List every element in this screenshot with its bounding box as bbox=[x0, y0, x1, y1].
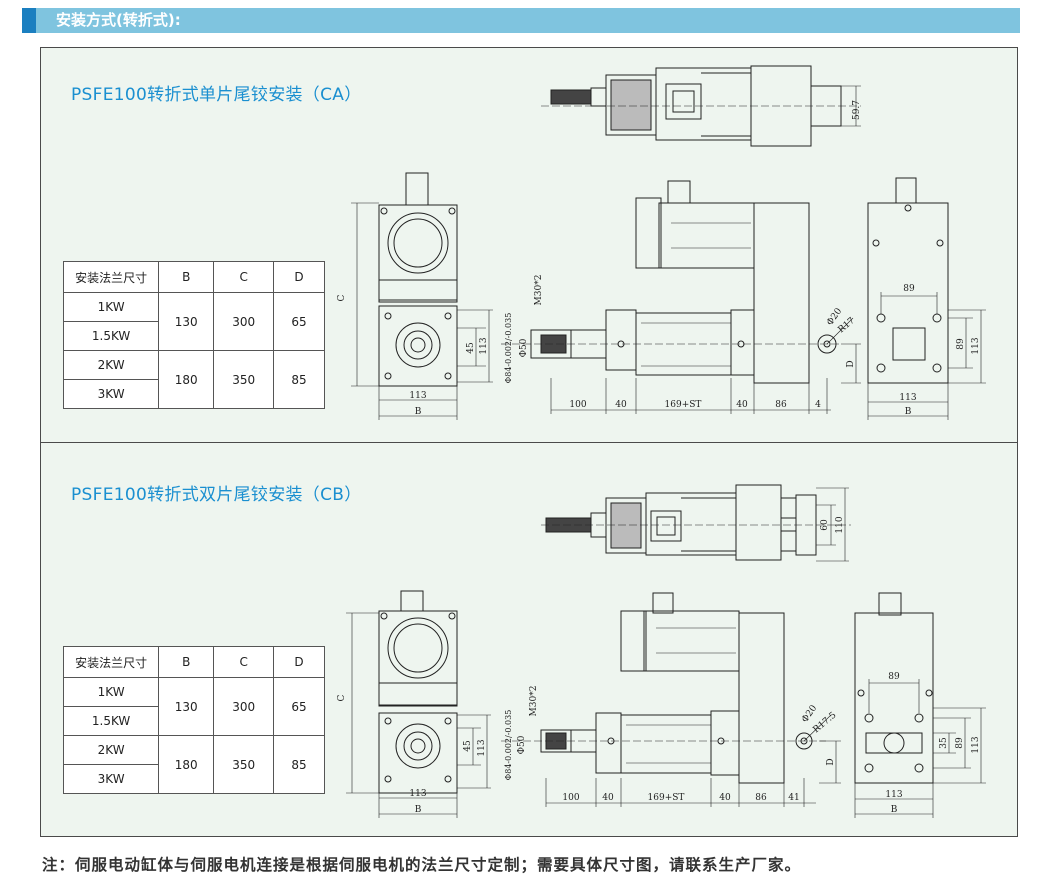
dim-label: D bbox=[846, 360, 856, 367]
dim-label: 113 bbox=[885, 790, 902, 800]
dim-label: B bbox=[905, 407, 912, 417]
ca-front-view: C 45 113 113 B bbox=[337, 172, 493, 420]
dim-label: 40 bbox=[719, 793, 731, 803]
dim-label: C bbox=[337, 294, 347, 301]
dim-label: 169+ST bbox=[648, 793, 685, 803]
dim-label: 113 bbox=[409, 789, 426, 799]
dim-label: D bbox=[826, 758, 836, 765]
table-header: D bbox=[273, 261, 325, 293]
table-cell: 1KW bbox=[62, 292, 160, 322]
dim-label: 60 bbox=[820, 519, 830, 531]
dim-label: 40 bbox=[736, 400, 748, 410]
dim-label: 89 bbox=[903, 284, 915, 294]
table-cell: 85 bbox=[273, 735, 325, 794]
table-header: 安装法兰尺寸 bbox=[62, 261, 160, 293]
dim-label: 40 bbox=[602, 793, 614, 803]
dim-label: 40 bbox=[615, 400, 627, 410]
dim-label: B bbox=[415, 407, 422, 417]
table-cell: 3KW bbox=[62, 379, 160, 409]
dim-label: 4 bbox=[815, 400, 821, 410]
dim-label: 86 bbox=[775, 400, 787, 410]
table-cell: 130 bbox=[158, 292, 215, 351]
dim-label: Φ20 bbox=[800, 703, 819, 724]
dim-label: 113 bbox=[971, 337, 981, 354]
section-header-marker bbox=[22, 8, 36, 33]
dim-label: M30*2 bbox=[529, 686, 539, 717]
dim-label: B bbox=[415, 805, 422, 815]
table-cell: 180 bbox=[158, 735, 215, 794]
panel-cb: PSFE100转折式双片尾铰安装（CB） 安装法兰尺寸 B C D 1KW 13… bbox=[40, 442, 1018, 837]
dim-label: Φ50 bbox=[519, 338, 529, 357]
cb-title: PSFE100转折式双片尾铰安装（CB） bbox=[71, 485, 362, 505]
dim-label: 89 bbox=[955, 737, 965, 749]
table-cell: 180 bbox=[158, 350, 215, 409]
table-cell: 85 bbox=[273, 350, 325, 409]
cb-side-view: M30*2 Φ84-0.002/-0.035 Φ50 100 40 169+ST… bbox=[501, 592, 841, 807]
table-header: B bbox=[158, 261, 215, 293]
dim-label: 59.7 bbox=[852, 100, 862, 120]
table-cell: 300 bbox=[213, 677, 275, 736]
table-header: C bbox=[213, 261, 275, 293]
ca-top-view: 59.7 bbox=[541, 65, 862, 147]
table-cell: 3KW bbox=[62, 764, 160, 794]
dim-label: 45 bbox=[466, 342, 476, 354]
dim-label: 113 bbox=[971, 736, 981, 753]
dim-label: M30*2 bbox=[534, 275, 544, 306]
cb-flange-table: 安装法兰尺寸 B C D 1KW 130 300 65 1.5KW 2KW 18… bbox=[62, 646, 325, 794]
dim-label: 110 bbox=[835, 516, 845, 533]
ca-drawing: 59.7 C 45 113 bbox=[337, 65, 986, 420]
section-header-title: 安装方式(转折式): bbox=[56, 11, 181, 29]
footnote: 注：伺服电动缸体与伺服电机连接是根据伺服电机的法兰尺寸定制；需要具体尺寸图，请联… bbox=[42, 856, 802, 874]
ca-title: PSFE100转折式单片尾铰安装（CA） bbox=[71, 85, 362, 105]
ca-rear-view: 89 89 113 113 B bbox=[867, 177, 986, 420]
dim-label: 41 bbox=[788, 793, 799, 803]
ca-flange-table: 安装法兰尺寸 B C D 1KW 130 300 65 1.5KW 2KW 18… bbox=[62, 261, 325, 409]
table-cell: 65 bbox=[273, 292, 325, 351]
dim-label: 100 bbox=[569, 400, 586, 410]
dim-label: 89 bbox=[956, 338, 966, 350]
dim-label: 35 bbox=[939, 737, 949, 749]
dim-label: 169+ST bbox=[665, 400, 702, 410]
dim-label: Φ84-0.002/-0.035 bbox=[504, 313, 513, 384]
cb-top-view: 60 110 bbox=[541, 484, 851, 562]
dim-label: C bbox=[337, 694, 347, 701]
table-cell: 2KW bbox=[62, 350, 160, 380]
table-cell: 300 bbox=[213, 292, 275, 351]
dim-label: 113 bbox=[479, 337, 489, 354]
dim-label: 45 bbox=[463, 740, 473, 752]
panel-ca: PSFE100转折式单片尾铰安装（CA） 安装法兰尺寸 B C D 1KW 13… bbox=[40, 47, 1018, 443]
dim-label: Φ50 bbox=[517, 735, 527, 754]
section-header-bar bbox=[22, 8, 1020, 33]
table-header: B bbox=[158, 646, 215, 678]
dim-label: 113 bbox=[477, 739, 487, 756]
table-cell: 1.5KW bbox=[62, 321, 160, 351]
table-cell: 1.5KW bbox=[62, 706, 160, 736]
dim-label: B bbox=[891, 805, 898, 815]
cb-rear-view: 89 35 89 113 113 B bbox=[854, 592, 986, 818]
dim-label: Φ84-0.002/-0.035 bbox=[504, 710, 513, 781]
cb-front-view: C 45 113 113 B bbox=[337, 590, 491, 818]
ca-side-view: M30*2 Φ84-0.002/-0.035 Φ50 100 40 169+ST… bbox=[501, 180, 861, 414]
dim-label: 100 bbox=[562, 793, 579, 803]
cb-drawing: 60 110 C 45 bbox=[337, 484, 986, 818]
dim-label: 113 bbox=[899, 393, 916, 403]
dim-label: 89 bbox=[888, 672, 900, 682]
dim-label: 113 bbox=[409, 391, 426, 401]
dim-label: 86 bbox=[755, 793, 767, 803]
table-cell: 350 bbox=[213, 735, 275, 794]
